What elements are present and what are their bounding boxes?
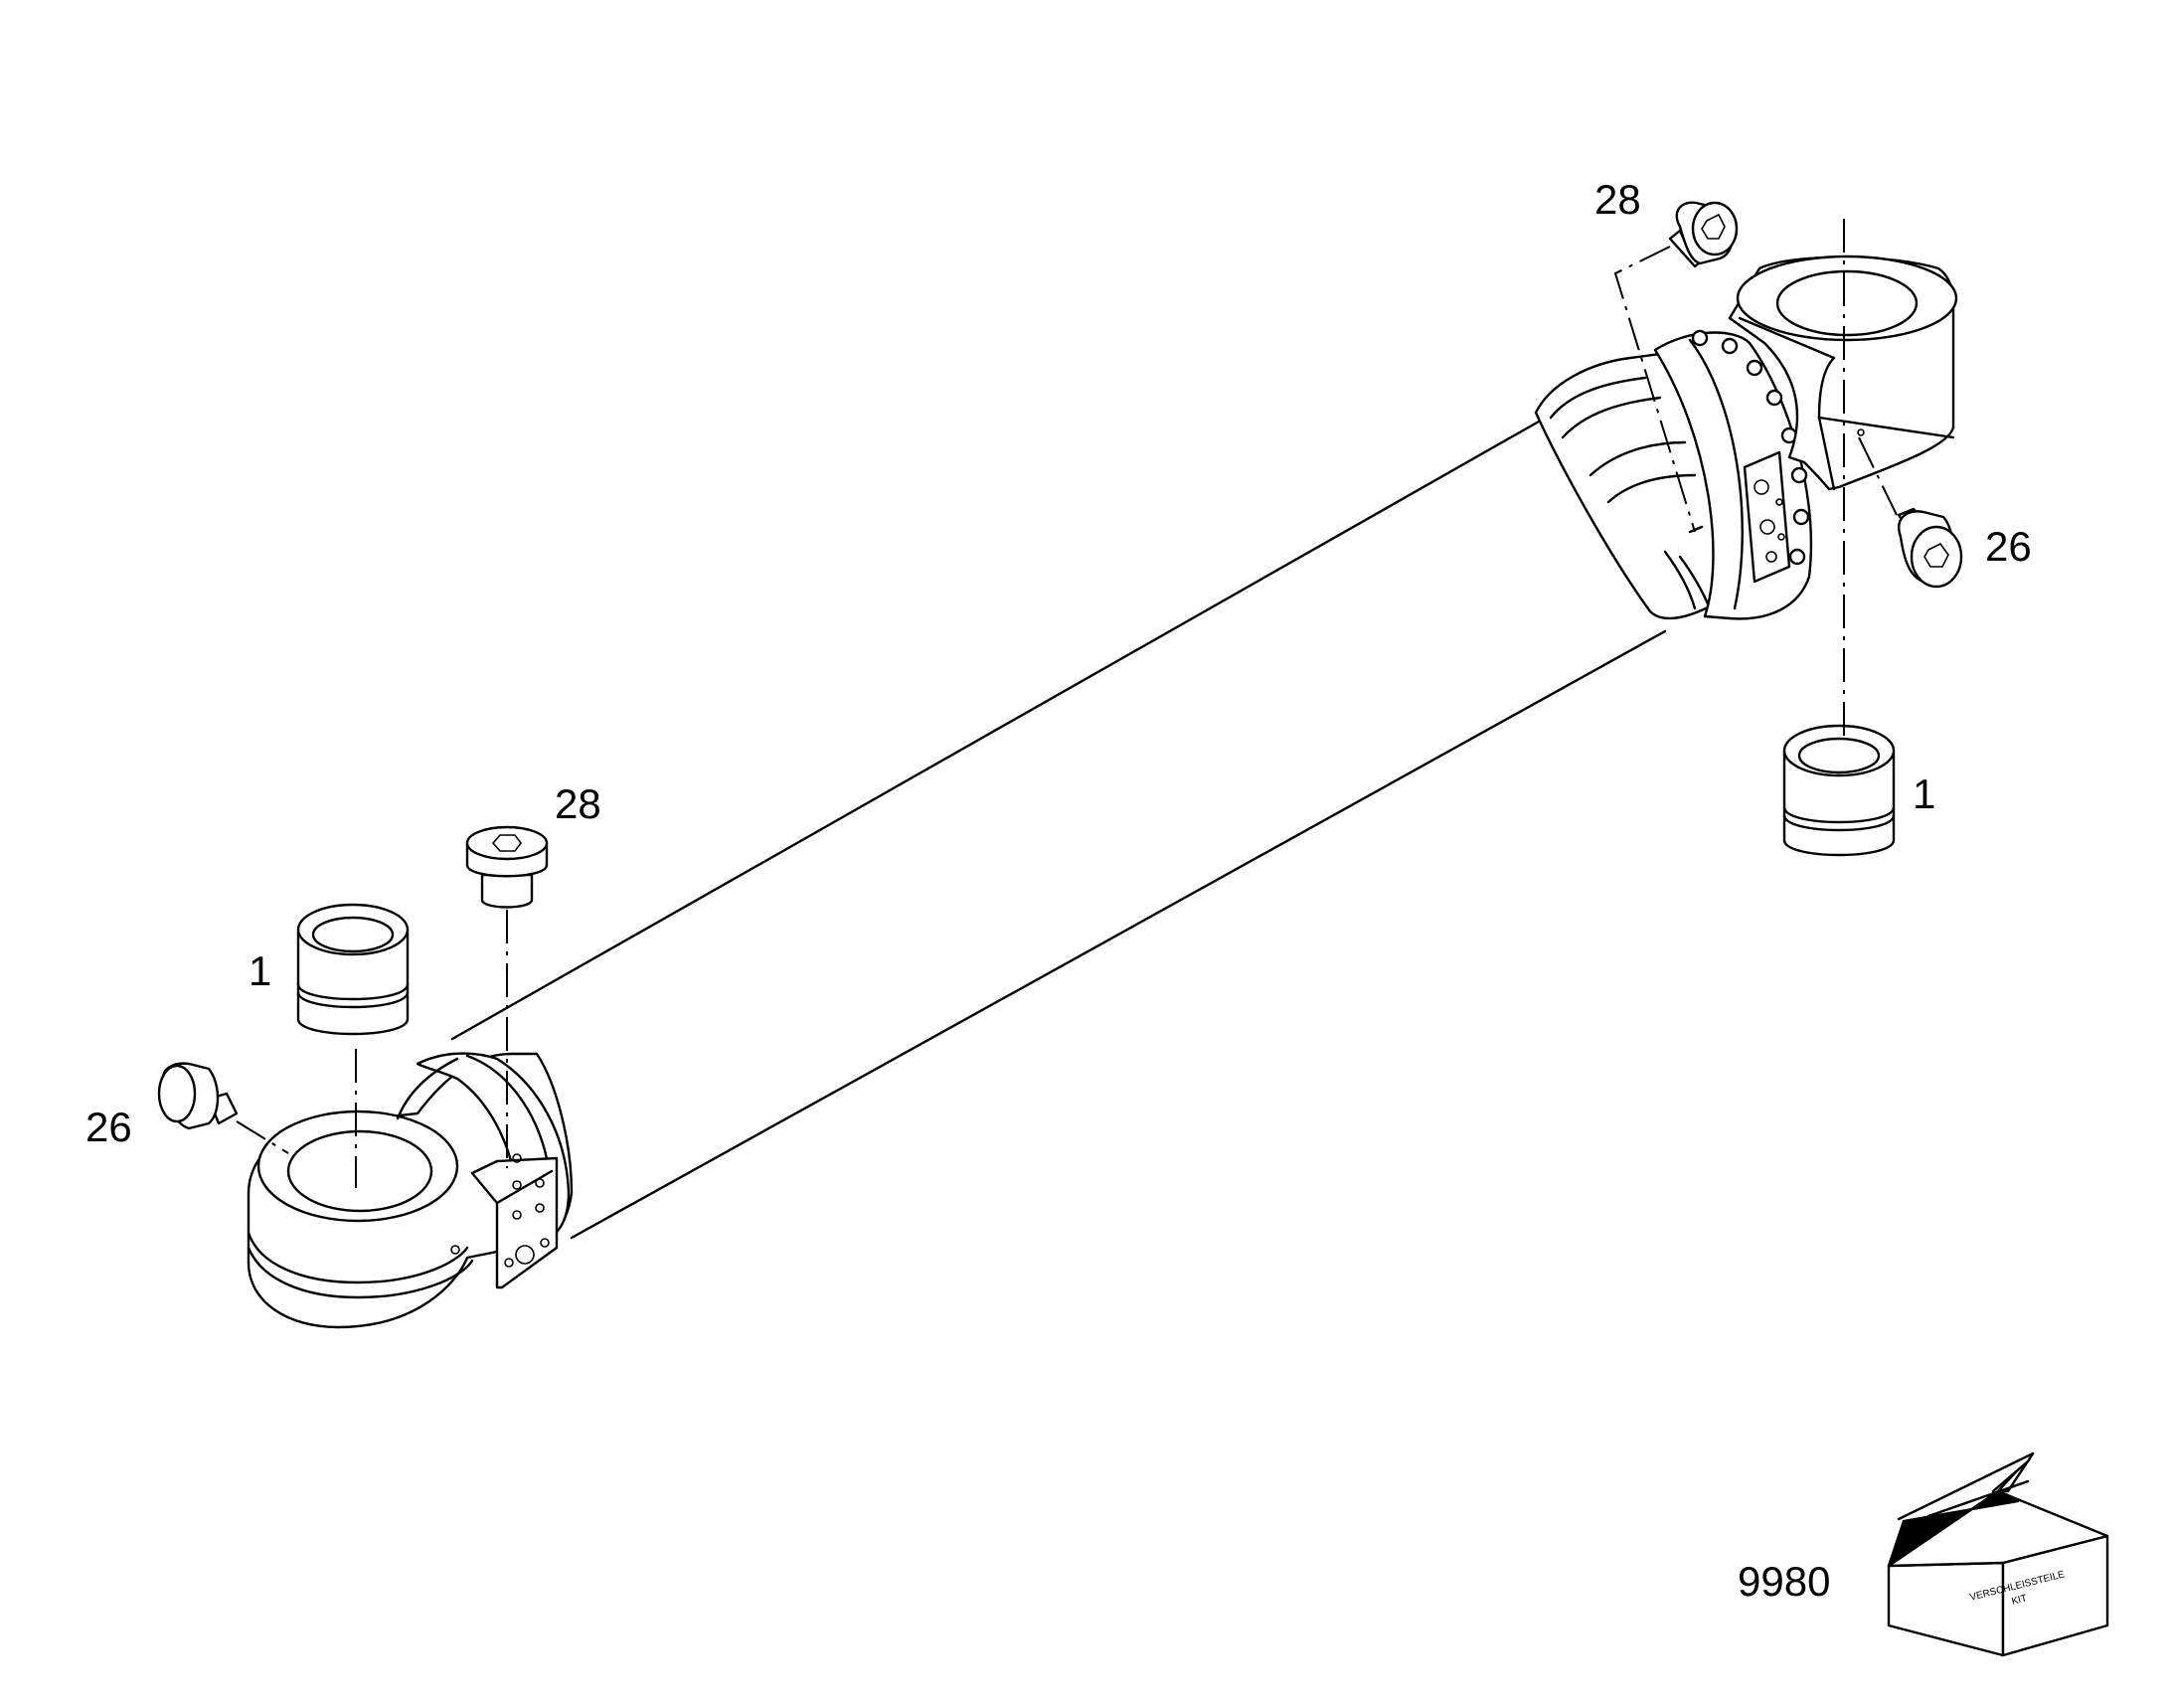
bushing-1-right bbox=[1782, 724, 1896, 857]
cylinder-base-eye bbox=[247, 1052, 574, 1329]
rod-end-eye bbox=[1728, 255, 1958, 491]
callout-1-left: 1 bbox=[249, 947, 271, 994]
cylinder-tube bbox=[450, 416, 1667, 1240]
callout-26-right: 26 bbox=[1985, 523, 2032, 570]
bushing-1-left bbox=[296, 903, 410, 1036]
callout-26-left: 26 bbox=[85, 1104, 132, 1150]
plug-28-top bbox=[1668, 201, 1739, 268]
plug-28-left bbox=[465, 825, 549, 909]
callout-labels: 28 26 1 28 1 26 9980 bbox=[85, 176, 2032, 1605]
kit-box-icon: VERSCHLEISSTEILE KIT bbox=[1887, 1452, 2109, 1657]
plug-26-right bbox=[1897, 507, 1963, 589]
callout-1-right: 1 bbox=[1913, 770, 1935, 817]
cylinder-head-gland bbox=[1534, 329, 1813, 620]
center-lines bbox=[236, 219, 1898, 1188]
plug-26-left bbox=[157, 1062, 239, 1130]
callout-28-top: 28 bbox=[1594, 176, 1641, 223]
callout-28-left: 28 bbox=[555, 780, 601, 827]
kit-box-label-line2: KIT bbox=[2011, 1593, 2029, 1607]
callout-9980: 9980 bbox=[1738, 1558, 1830, 1605]
